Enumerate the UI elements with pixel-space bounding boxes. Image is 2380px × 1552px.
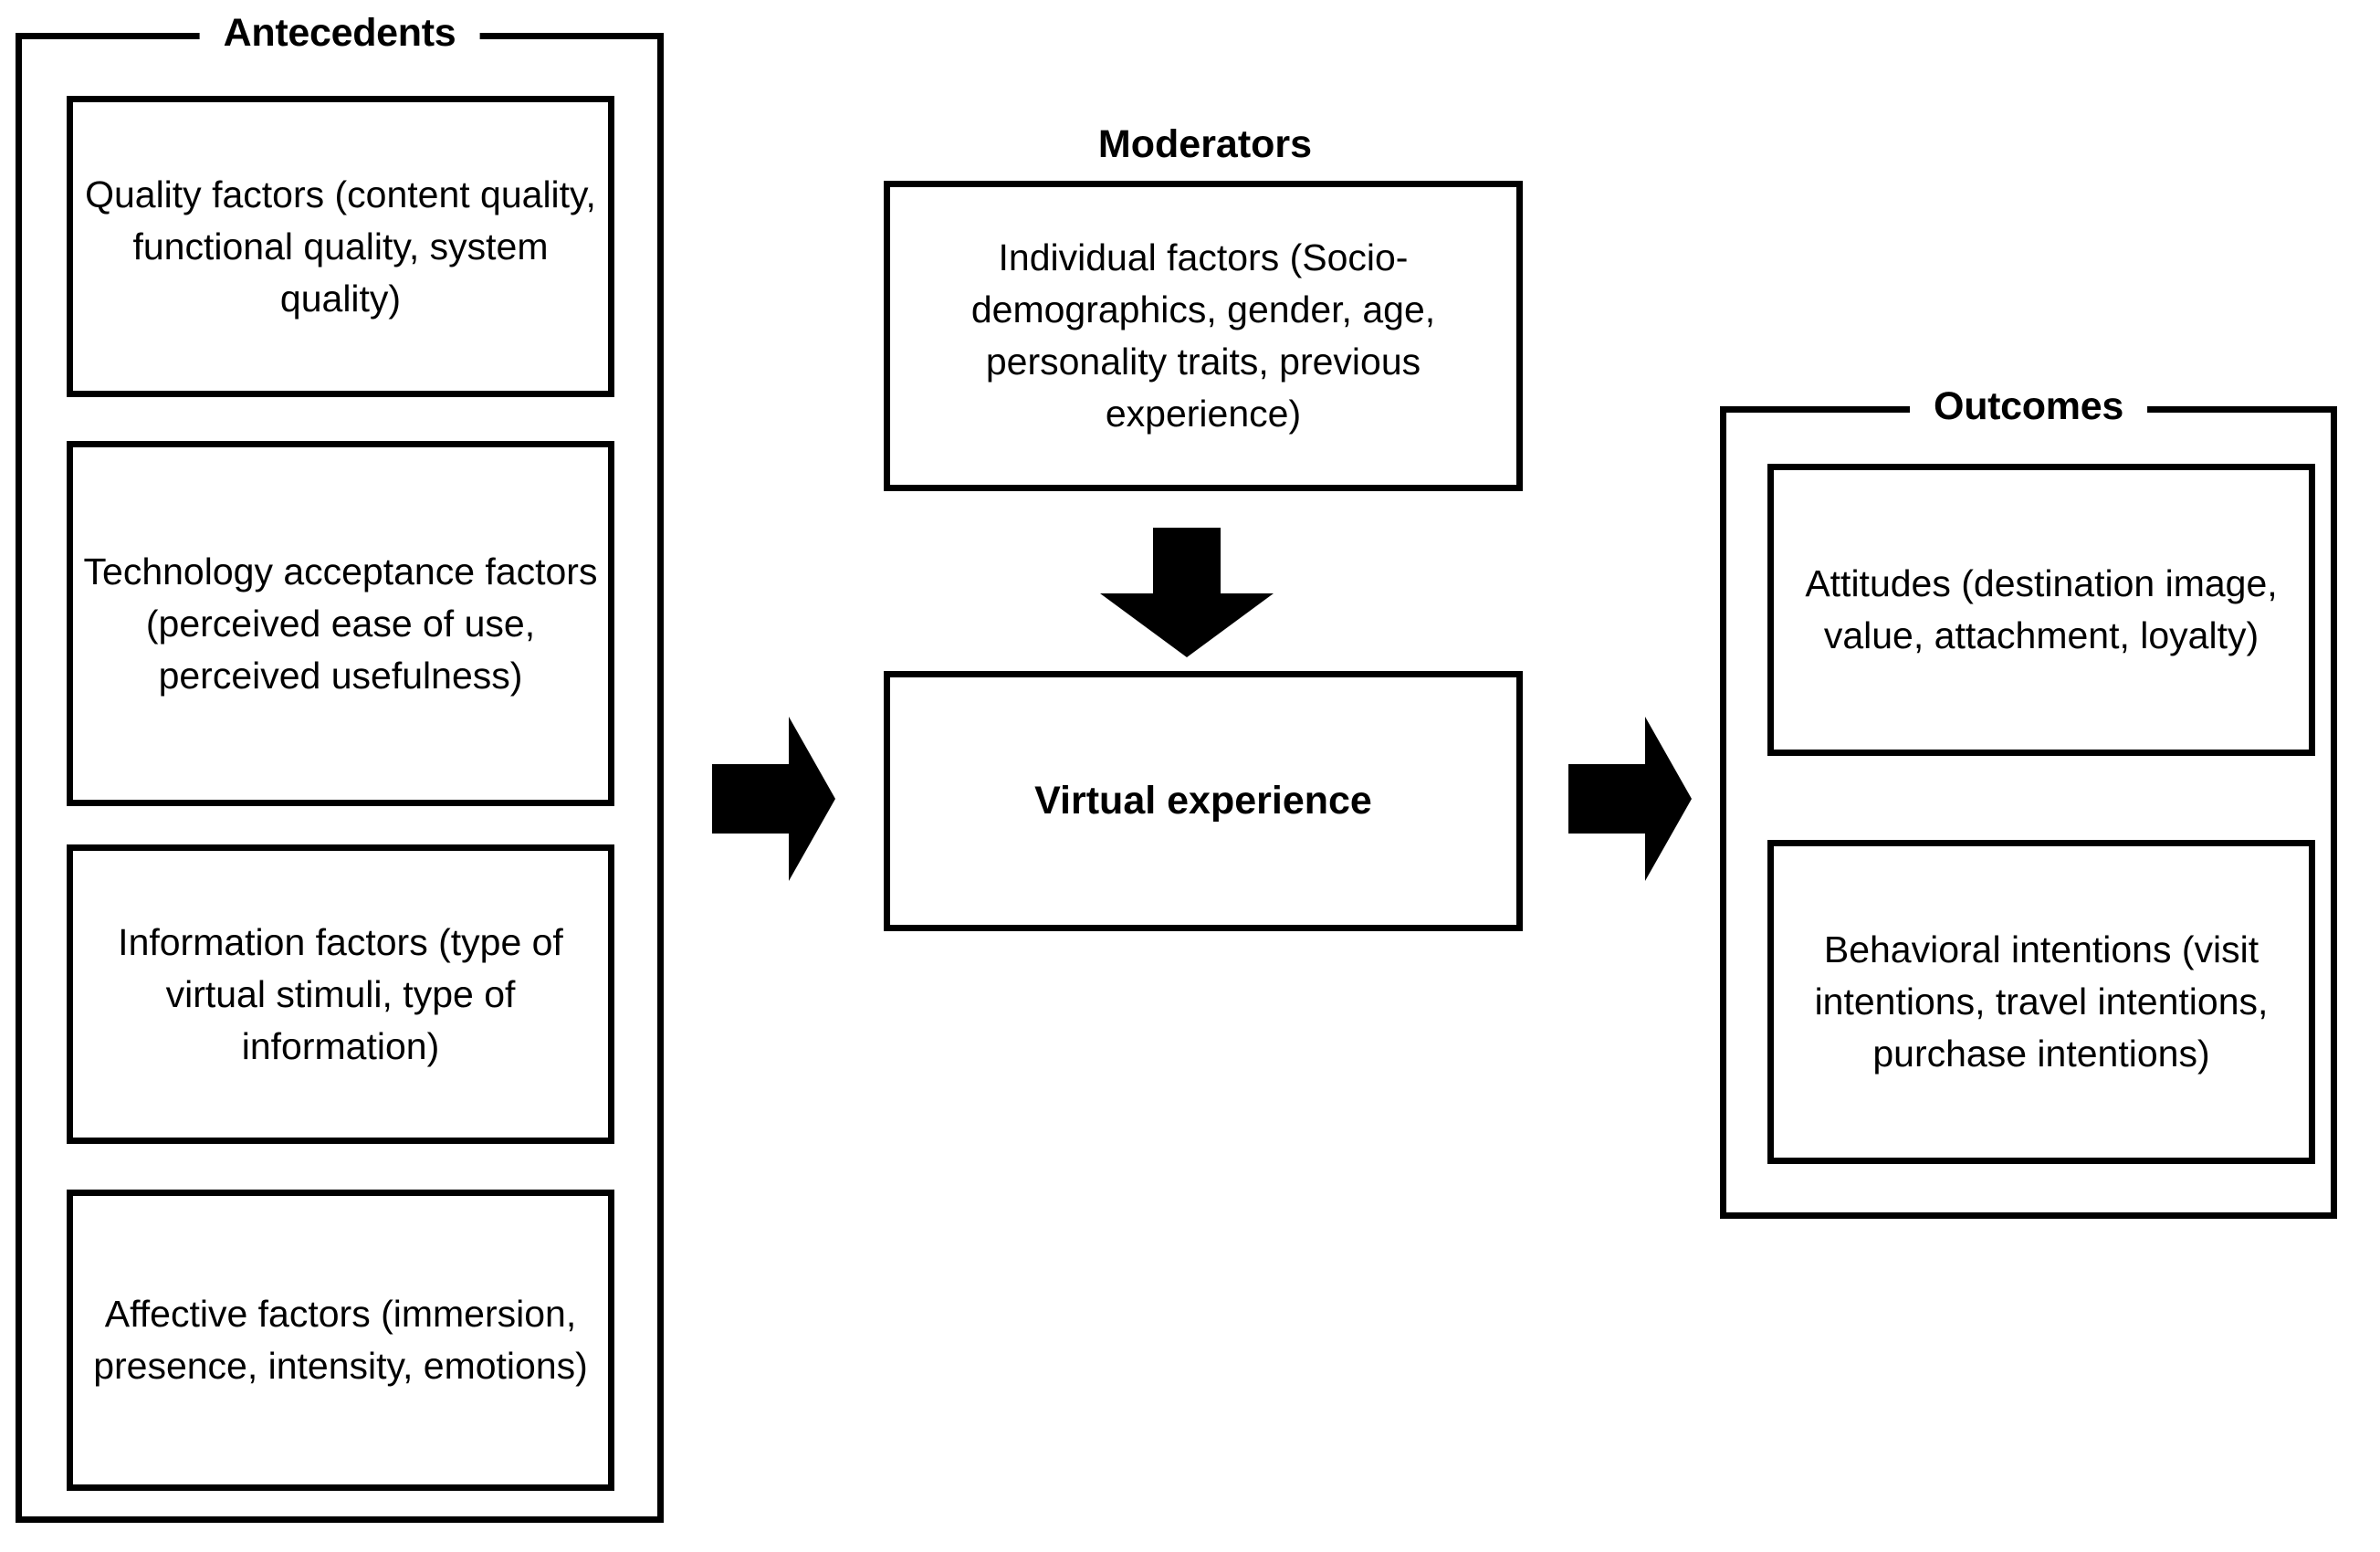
box-virtual-experience-label: Virtual experience (1034, 779, 1372, 823)
box-attitudes-label: Attitudes (destination image, value, att… (1805, 562, 2278, 656)
box-information-factors-label: Information factors (type of virtual sti… (118, 920, 563, 1067)
box-individual-factors: Individual factors (Socio-demographics, … (884, 181, 1523, 491)
group-antecedents: Antecedents (16, 5, 664, 1523)
box-virtual-experience: Virtual experience (884, 671, 1523, 931)
arrow-antecedents-to-virtual-experience (712, 717, 835, 881)
box-attitudes: Attitudes (destination image, value, att… (1767, 464, 2315, 756)
box-information-factors: Information factors (type of virtual sti… (67, 844, 614, 1144)
moderators-heading: Moderators (1097, 122, 1313, 166)
box-quality-factors-label: Quality factors (content quality, functi… (85, 173, 596, 320)
box-technology-acceptance-factors: Technology acceptance factors (perceived… (67, 441, 614, 806)
box-individual-factors-label: Individual factors (Socio-demographics, … (970, 236, 1436, 435)
box-behavioral-intentions: Behavioral intentions (visit intentions,… (1767, 840, 2315, 1164)
box-affective-factors-label: Affective factors (immersion, presence, … (93, 1293, 588, 1387)
group-outcomes-title: Outcomes (1910, 379, 2147, 434)
box-affective-factors: Affective factors (immersion, presence, … (67, 1190, 614, 1491)
box-behavioral-intentions-label: Behavioral intentions (visit intentions,… (1814, 928, 2269, 1075)
group-outcomes: Outcomes (1720, 379, 2337, 1219)
group-antecedents-title: Antecedents (199, 5, 480, 60)
box-quality-factors: Quality factors (content quality, functi… (67, 96, 614, 397)
arrow-moderators-to-virtual-experience (1100, 528, 1274, 657)
arrow-virtual-experience-to-outcomes (1568, 717, 1692, 881)
box-technology-acceptance-factors-label: Technology acceptance factors (perceived… (83, 550, 598, 697)
